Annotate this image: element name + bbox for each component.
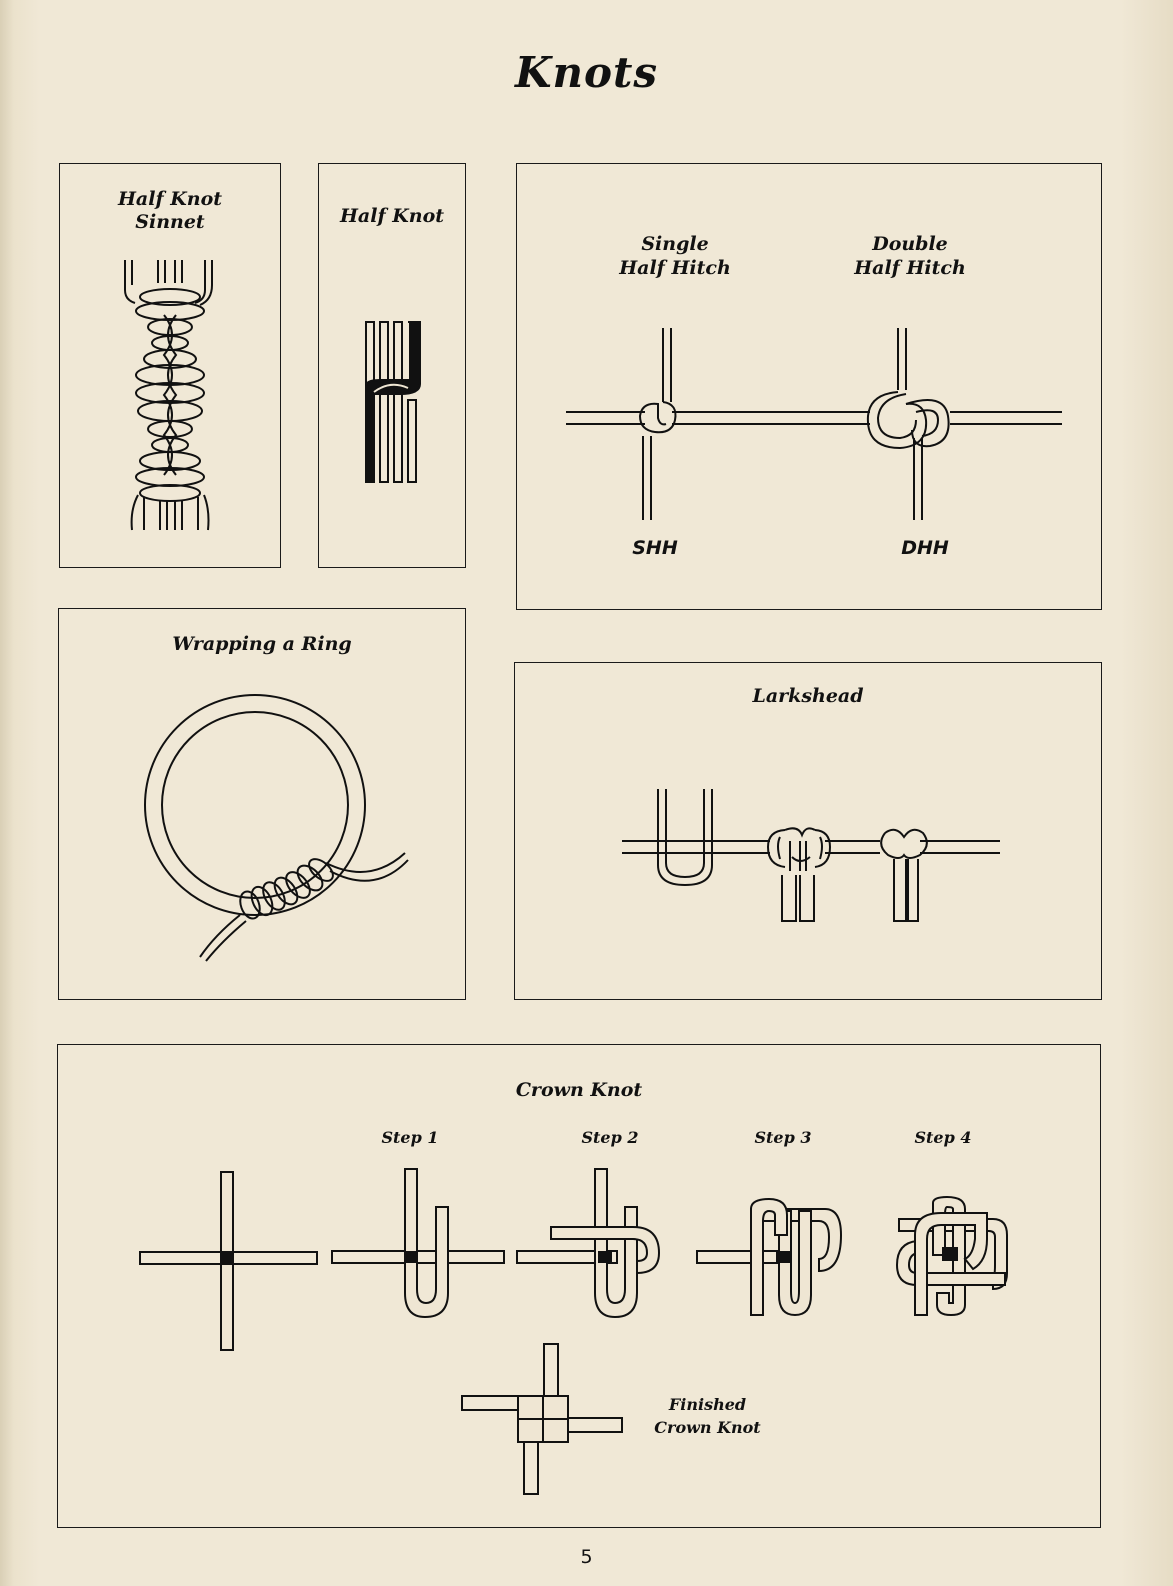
single-half-hitch-label-line1: Single <box>641 233 709 255</box>
wrapping-ring-label: Wrapping a Ring <box>172 633 352 655</box>
finished-crown-knot-label-line1: Finished <box>668 1395 747 1414</box>
panel-half-knot <box>318 163 466 568</box>
half-knot-sinnet-label-line2: Sinnet <box>135 211 205 233</box>
larkshead-label: Larkshead <box>752 685 864 707</box>
panel-wrapping-ring <box>58 608 466 1000</box>
half-knot-sinnet-illustration <box>124 260 213 531</box>
crown-step-2-label: Step 2 <box>581 1128 639 1147</box>
half-knot-label: Half Knot <box>339 205 445 227</box>
single-half-hitch-label-line2: Half Hitch <box>619 257 731 279</box>
shh-code: SHH <box>632 537 678 559</box>
double-half-hitch-label-line1: Double <box>872 233 948 255</box>
crown-knot-start-illustration <box>139 1171 318 1351</box>
panel-half-knot-sinnet <box>59 163 281 568</box>
wrapping-ring-illustration <box>144 694 409 962</box>
half-knot-illustration <box>365 321 421 483</box>
larkshead-illustration <box>622 789 1000 922</box>
panel-crown-knot <box>57 1044 1101 1528</box>
page-title: Knots <box>514 48 659 97</box>
crown-step-1-label: Step 1 <box>381 1128 439 1147</box>
finished-crown-knot-label-line2: Crown Knot <box>654 1418 761 1437</box>
crown-knot-step-1-illustration <box>331 1168 505 1319</box>
crown-knot-step-2-illustration <box>516 1168 661 1319</box>
panel-larkshead <box>514 662 1102 1000</box>
panel-half-hitch <box>516 163 1102 610</box>
crown-knot-label: Crown Knot <box>515 1079 643 1101</box>
crown-knot-finished-illustration <box>461 1343 623 1495</box>
crown-knot-step-3-illustration <box>696 1197 843 1317</box>
page-number: 5 <box>580 1546 593 1568</box>
half-hitch-illustration <box>566 328 1062 520</box>
crown-step-4-label: Step 4 <box>914 1128 972 1147</box>
crown-step-3-label: Step 3 <box>754 1128 812 1147</box>
double-half-hitch-label-line2: Half Hitch <box>854 257 966 279</box>
half-knot-sinnet-label-line1: Half Knot <box>117 188 223 210</box>
dhh-code: DHH <box>901 537 949 559</box>
crown-knot-step-4-illustration <box>895 1195 1008 1317</box>
